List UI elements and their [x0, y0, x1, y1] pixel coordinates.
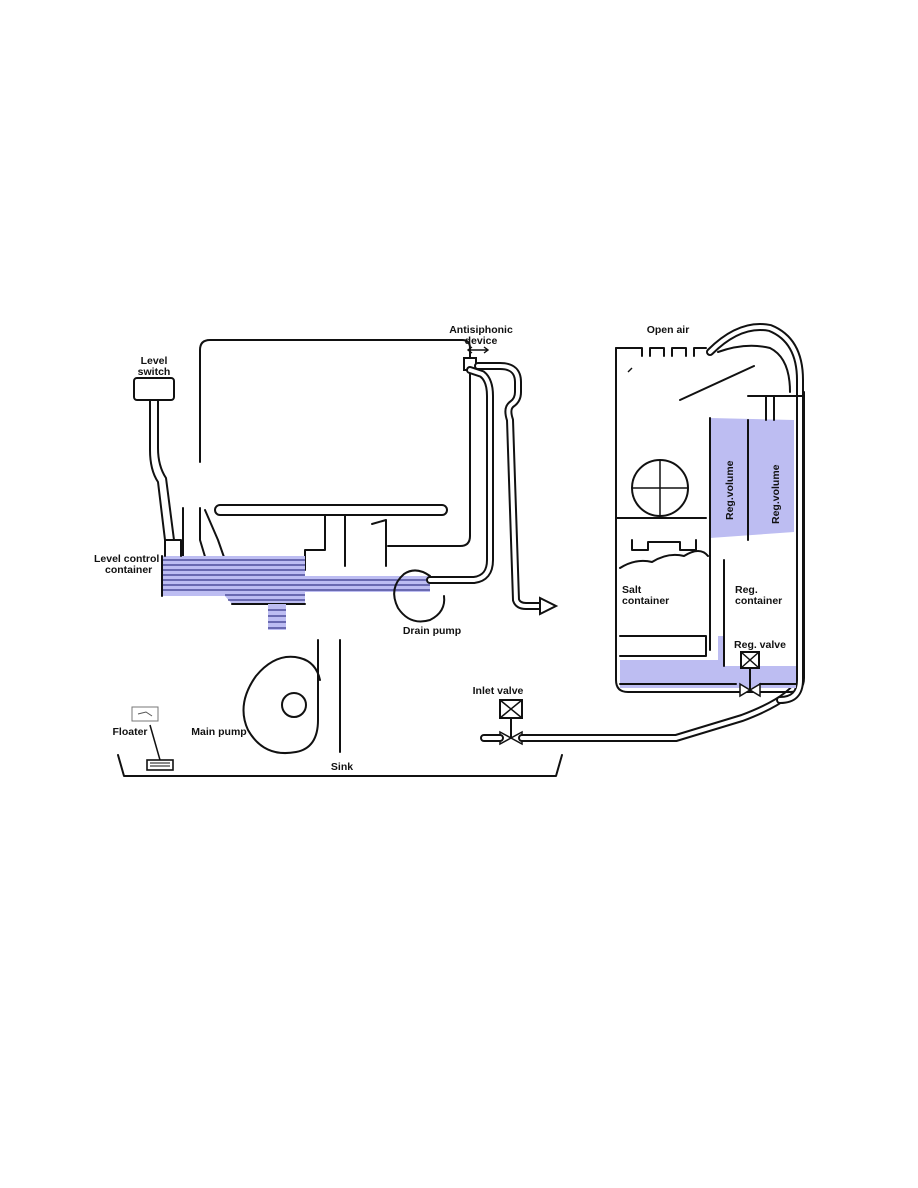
reg-volume-label-1: Reg.volume	[724, 460, 736, 520]
inlet-valve	[499, 699, 523, 746]
level-switch	[133, 377, 175, 541]
sink	[117, 754, 563, 777]
drain-hose	[426, 362, 559, 616]
level-control-label-2: container	[105, 564, 152, 576]
main-pump-label: Main pump	[191, 726, 246, 738]
drain-outlet-arrow	[539, 596, 559, 616]
reg-volume-label-2: Reg.volume	[770, 464, 782, 524]
reg-container-label-2: container	[735, 595, 782, 607]
drain-pump	[393, 569, 446, 623]
level-control-container	[164, 539, 182, 557]
level-switch-label-2: switch	[138, 366, 171, 378]
tank-water	[161, 555, 430, 630]
inlet-valve-label: Inlet valve	[473, 685, 524, 697]
wash-tank	[182, 339, 471, 581]
reg-container-label-1: Reg.	[735, 584, 758, 596]
open-air-label: Open air	[647, 324, 690, 336]
level-control-label-1: Level control	[94, 553, 159, 565]
reg-valve-label: Reg. valve	[734, 639, 786, 651]
salt-container-label-2: container	[622, 595, 669, 607]
salt-container-label-1: Salt	[622, 584, 642, 596]
water-softener-unit	[615, 323, 805, 704]
floater	[131, 706, 174, 771]
sink-label: Sink	[331, 761, 353, 773]
antisiphonic-label-1: Antisiphonic	[449, 324, 513, 336]
drain-pump-label: Drain pump	[403, 625, 461, 637]
spray-arm	[214, 504, 448, 516]
main-pump	[242, 639, 341, 754]
floater-label: Floater	[112, 726, 147, 738]
antisiphonic-label-2: device	[465, 335, 498, 347]
level-switch-label-1: Level	[141, 355, 168, 367]
reg-valve	[739, 651, 761, 698]
